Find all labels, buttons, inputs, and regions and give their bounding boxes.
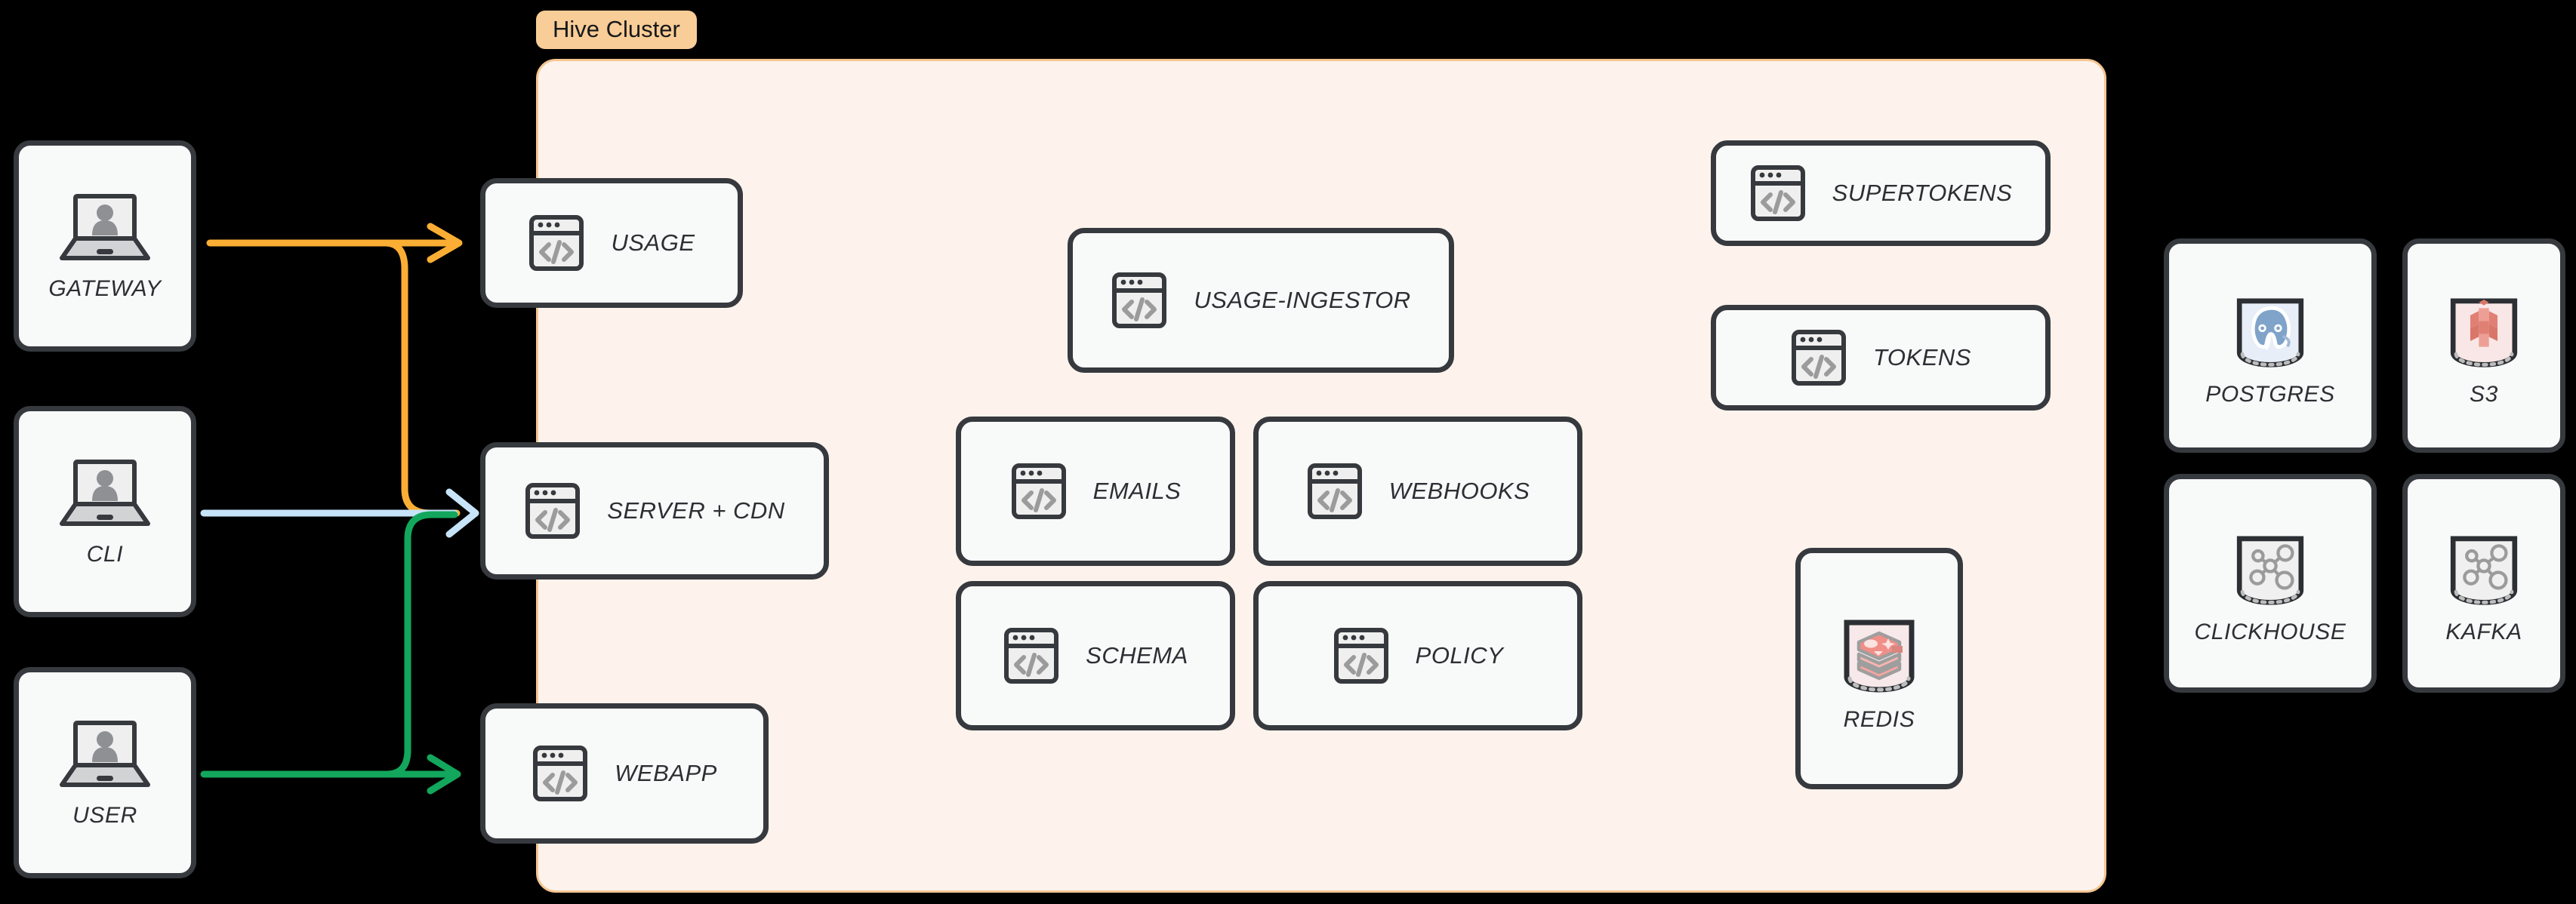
client-node-user[interactable]: USER — [14, 667, 196, 878]
generic-database-icon — [2450, 536, 2518, 605]
client-label: USER — [72, 803, 137, 828]
service-box-supertokens[interactable]: SUPERTOKENS — [1711, 140, 2051, 246]
service-box-tokens[interactable]: TOKENS — [1711, 305, 2051, 410]
arrowhead-usage — [427, 223, 463, 263]
hive-cluster-badge: Hive Cluster — [536, 11, 697, 49]
edge-gateway-to-server-cdn — [381, 239, 461, 517]
datastore-label: REDIS — [1843, 707, 1915, 732]
datastore-node-clickhouse[interactable]: CLICKHOUSE — [2164, 474, 2377, 693]
postgres-database-icon — [2236, 298, 2304, 367]
datastore-label: S3 — [2470, 382, 2498, 407]
service-label: SCHEMA — [1086, 642, 1188, 669]
code-window-icon — [533, 746, 588, 801]
service-label: POLICY — [1415, 642, 1504, 669]
s3-database-icon — [2450, 298, 2518, 367]
code-window-icon — [1004, 628, 1059, 684]
service-label: SERVER + CDN — [607, 497, 785, 524]
service-label: EMAILS — [1092, 478, 1182, 504]
service-box-emails[interactable]: EMAILS — [956, 417, 1235, 566]
datastore-node-redis[interactable]: REDIS — [1795, 548, 1963, 789]
laptop-user-icon — [60, 194, 150, 260]
service-box-schema[interactable]: SCHEMA — [956, 581, 1235, 730]
code-window-icon — [1750, 165, 1805, 221]
service-label: TOKENS — [1873, 344, 1971, 371]
laptop-user-icon — [60, 460, 150, 526]
edge-user-to-server-cdn — [383, 511, 458, 778]
datastore-label: KAFKA — [2445, 620, 2522, 644]
code-window-icon — [1792, 330, 1847, 386]
code-window-icon — [1333, 628, 1388, 684]
service-box-policy[interactable]: POLICY — [1253, 581, 1582, 730]
datastore-node-kafka[interactable]: KAFKA — [2402, 474, 2565, 693]
service-box-server-cdn[interactable]: SERVER + CDN — [480, 442, 829, 580]
service-label: WEBAPP — [615, 760, 717, 786]
code-window-icon — [525, 483, 581, 539]
datastore-node-s3[interactable]: S3 — [2402, 238, 2565, 453]
arrowhead-webapp — [427, 754, 461, 795]
datastore-label: CLICKHOUSE — [2194, 620, 2346, 644]
service-label: USAGE — [611, 229, 695, 256]
service-box-webapp[interactable]: WEBAPP — [480, 703, 769, 844]
code-window-icon — [1011, 463, 1066, 519]
client-node-gateway[interactable]: GATEWAY — [14, 140, 196, 352]
service-box-usage-ingestor[interactable]: USAGE-INGESTOR — [1068, 228, 1454, 373]
service-box-webhooks[interactable]: WEBHOOKS — [1253, 417, 1582, 566]
client-node-cli[interactable]: CLI — [14, 406, 196, 617]
service-label: SUPERTOKENS — [1832, 180, 2013, 206]
service-label: WEBHOOKS — [1388, 478, 1530, 504]
generic-database-icon — [2236, 536, 2304, 605]
laptop-user-icon — [60, 721, 150, 787]
code-window-icon — [1112, 272, 1167, 328]
code-window-icon — [1307, 463, 1362, 519]
datastore-label: POSTGRES — [2205, 382, 2335, 407]
client-label: CLI — [86, 542, 124, 567]
client-label: GATEWAY — [48, 276, 162, 301]
service-box-usage[interactable]: USAGE — [480, 178, 743, 308]
datastore-node-postgres[interactable]: POSTGRES — [2164, 238, 2377, 453]
arrowhead-server-cdn — [445, 488, 479, 538]
redis-database-icon — [1844, 620, 1915, 693]
code-window-icon — [529, 215, 584, 271]
service-label: USAGE-INGESTOR — [1194, 287, 1411, 313]
